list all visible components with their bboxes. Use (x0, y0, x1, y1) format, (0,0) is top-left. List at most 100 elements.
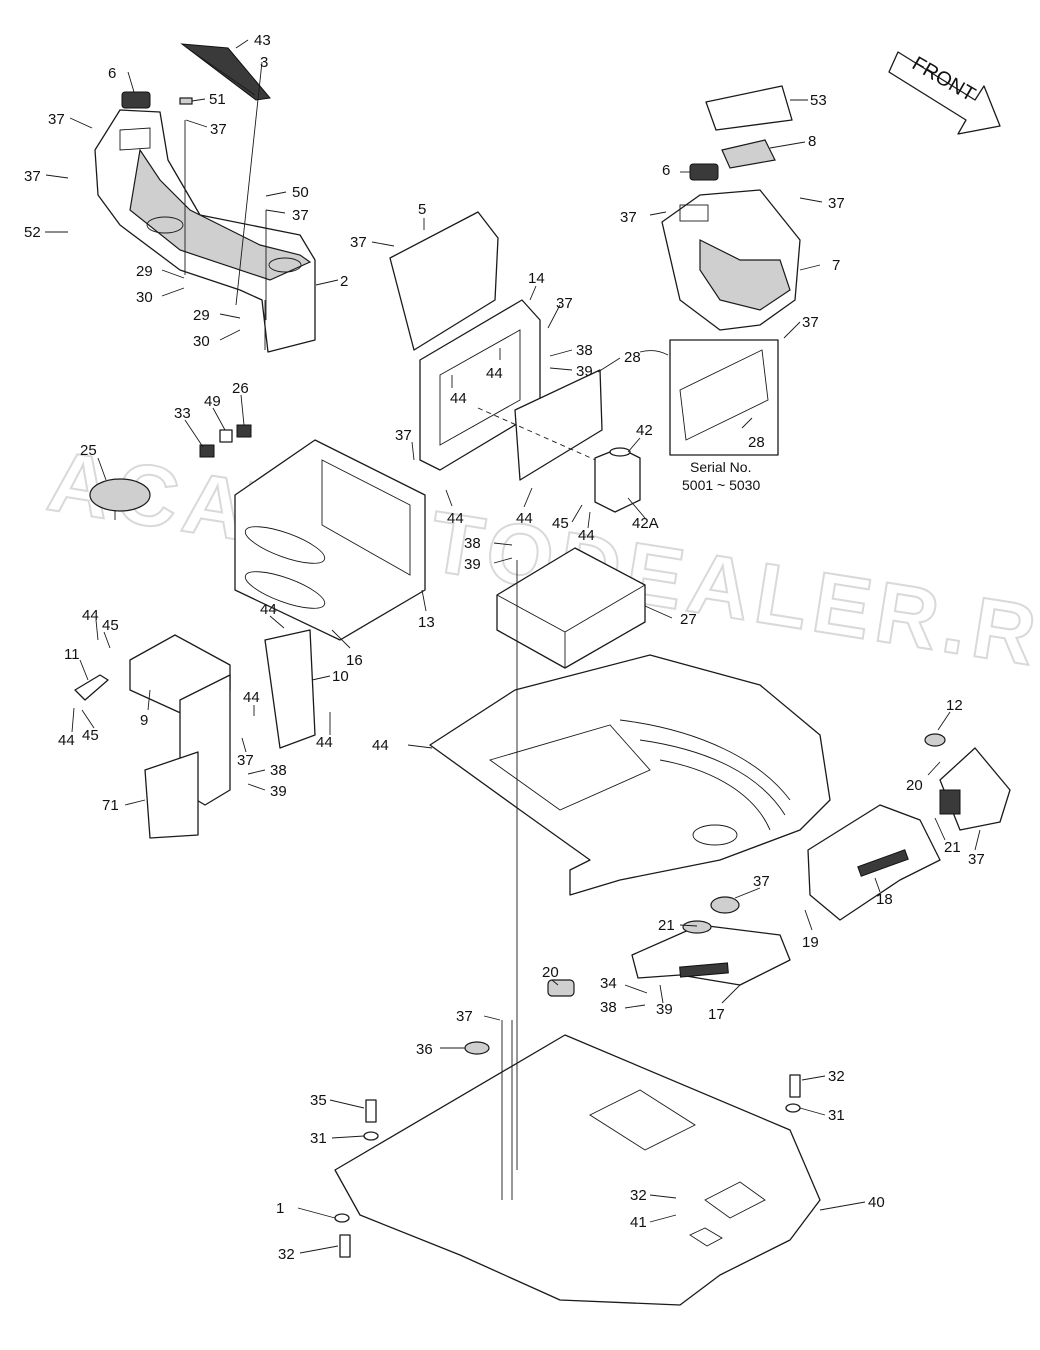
callout-39: 39 (464, 556, 481, 573)
callout-35: 36 (416, 1041, 433, 1058)
callout-37: 19 (802, 934, 819, 951)
part-16-frame (234, 439, 426, 641)
callout-39: 39 (270, 783, 287, 800)
part-7-right-console (661, 85, 801, 331)
callout-32: 31 (310, 1130, 327, 1147)
callout-51: 51 (209, 91, 226, 108)
callout-28: 28 (624, 349, 641, 366)
callout-29: 29 (136, 263, 153, 280)
part-34-grommet (547, 979, 575, 997)
callout-45: 45 (552, 515, 569, 532)
callout-5: 5 (418, 201, 426, 218)
callout-37: 37 (802, 314, 819, 331)
callout-44: 44 (447, 510, 464, 527)
callout-49: 49 (204, 393, 221, 410)
leader-lines (45, 39, 981, 1254)
part-25-pad (89, 478, 151, 520)
callout-32: 1 (276, 1200, 284, 1217)
callout-52: 52 (24, 224, 41, 241)
callout-37: 37 (210, 121, 227, 138)
callout-37: 37 (48, 111, 65, 128)
callout-26: 26 (232, 380, 249, 397)
callout-31: 32 (278, 1246, 295, 1263)
callouts: 43 3 6 51 37 37 37 50 37 52 29 30 2 29 3… (24, 32, 985, 1263)
callout-38: 38 (464, 535, 481, 552)
callout-14: 14 (528, 270, 545, 287)
callout-44: 44 (243, 689, 260, 706)
callout-2: 2 (340, 273, 348, 290)
callout-44: 44 (260, 601, 277, 618)
callout-20: 12 (946, 697, 963, 714)
callout-44: 44 (450, 390, 467, 407)
callout-12: 71 (102, 797, 119, 814)
callout-1: 40 (868, 1194, 885, 1211)
callout-37: 37 (395, 427, 412, 444)
callout-6: 6 (662, 162, 670, 179)
callout-37: 37 (24, 168, 41, 185)
callout-40: 41 (630, 1214, 647, 1231)
part-42-reservoir (594, 447, 641, 513)
part-36-rods (501, 560, 518, 1200)
callout-11: 11 (64, 646, 80, 663)
callout-41: 32 (630, 1187, 647, 1204)
callout-37: 37 (350, 234, 367, 251)
inset-serial-box: Serial No. 5001 ~ 5030 (639, 339, 779, 493)
part-28-plate (514, 369, 603, 481)
callout-13: 13 (418, 614, 435, 631)
part-5-cover (389, 211, 499, 351)
part-14-frame (419, 299, 541, 471)
callout-21: 20 (906, 777, 923, 794)
part-19-duct (807, 804, 941, 921)
callout-45: 45 (82, 727, 99, 744)
callout-25: 25 (80, 442, 97, 459)
callout-39: 39 (576, 363, 593, 380)
part-9-bracket (129, 634, 231, 806)
callout-38: 34 (600, 975, 617, 992)
callout-37: 37 (556, 295, 573, 312)
callout-44: 44 (316, 734, 333, 751)
part-31-bolts (339, 1074, 801, 1258)
callout-6: 6 (108, 65, 116, 82)
part-49-clip (219, 429, 233, 443)
callout-16: 16 (346, 652, 363, 669)
callout-44: 44 (578, 527, 595, 544)
callout-42A: 42A (632, 515, 659, 532)
callout-37: 37 (237, 752, 254, 769)
callout-3: 3 (260, 54, 268, 71)
callout-18: 37 (968, 851, 985, 868)
part-26-connector (236, 424, 252, 438)
part-33-clip (199, 444, 215, 458)
callout-39: 38 (600, 999, 617, 1016)
callout-43: 43 (254, 32, 271, 49)
serial-range: 5001 ~ 5030 (682, 477, 760, 493)
part-10-plate (264, 629, 316, 749)
part-8-cover (721, 139, 776, 169)
callout-30: 30 (136, 289, 153, 306)
callout-29: 29 (193, 307, 210, 324)
part-12-plate (144, 751, 199, 839)
part-6-switch-right (689, 163, 719, 181)
callout-34: 20 (542, 964, 559, 981)
callout-44: 44 (486, 365, 503, 382)
part-3-mat (180, 43, 271, 101)
part-35-grommet (464, 1041, 490, 1055)
part-32-washers (334, 1103, 801, 1223)
callout-44: 44 (516, 510, 533, 527)
callout-27: 27 (680, 611, 697, 628)
callout-10: 10 (332, 668, 349, 685)
callout-44: 44 (82, 607, 99, 624)
callout-32: 31 (828, 1107, 845, 1124)
part-27-box (496, 547, 646, 669)
callout-33: 33 (174, 405, 191, 422)
callout-36: 37 (456, 1008, 473, 1025)
callout-19: 18 (876, 891, 893, 908)
serial-label: Serial No. (690, 459, 751, 475)
part-6-switch-left (121, 91, 151, 109)
part-2-left-console (94, 109, 316, 353)
part-17-duct (631, 896, 791, 986)
callout-37: 37 (292, 207, 309, 224)
dashed-line (477, 407, 601, 463)
front-arrow-icon: FRONT (888, 51, 1001, 135)
